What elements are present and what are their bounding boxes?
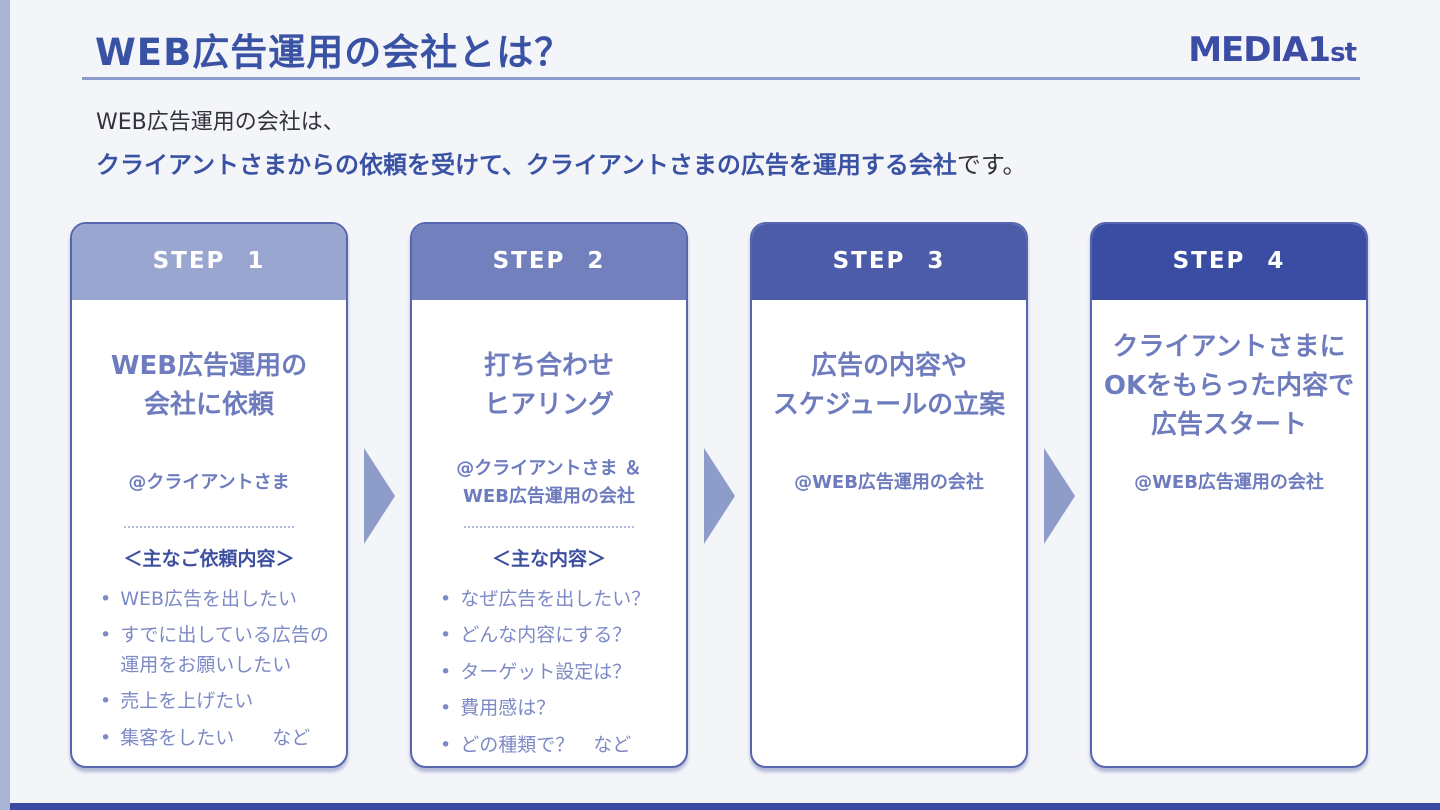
- bullet-dot-icon: [100, 621, 111, 650]
- bullet-text: すでに出している広告の運用をお願いしたい: [120, 624, 329, 676]
- arrow-cell-2: [688, 222, 750, 768]
- step-1-header: STEP 1: [72, 224, 346, 300]
- step-3-header: STEP 3: [752, 224, 1026, 300]
- arrow-right-icon: [364, 448, 395, 544]
- bottom-accent-bar: [0, 803, 1440, 810]
- bullet-dot-icon: [100, 724, 111, 753]
- intro-suffix: です。: [956, 151, 1027, 179]
- step-1-label: STEP 1: [152, 248, 266, 274]
- arrow-cell-3: [1028, 222, 1090, 768]
- list-item: ターゲット設定は？: [440, 658, 670, 687]
- step-2-body: 打ち合わせ ヒアリング @クライアントさま ＆ WEB広告運用の会社 ＜主な内容…: [412, 300, 686, 760]
- step-3-body: 広告の内容や スケジュールの立案 @WEB広告運用の会社: [752, 300, 1026, 512]
- list-item: すでに出している広告の運用をお願いしたい: [100, 621, 330, 680]
- arrow-right-icon: [1044, 448, 1075, 544]
- list-item: WEB広告を出したい: [100, 585, 330, 614]
- step-2-actor: @クライアントさま ＆ WEB広告運用の会社: [456, 458, 642, 507]
- bullet-dot-icon: [440, 585, 451, 614]
- left-accent-strip: [0, 0, 10, 810]
- step-2-bullet-list: なぜ広告を出したい？ どんな内容にする？ ターゲット設定は？ 費用感は？ どの種…: [412, 585, 686, 760]
- step-3-label: STEP 3: [832, 248, 946, 274]
- steps-flow: STEP 1 WEB広告運用の 会社に依頼 @クライアントさま ＜主なご依頼内容…: [70, 222, 1368, 768]
- page-title: WEB広告運用の会社とは？: [95, 31, 573, 74]
- step-2-title: 打ち合わせ ヒアリング: [483, 351, 614, 420]
- list-item: どんな内容にする？: [440, 621, 670, 650]
- step-4-title: クライアントさまに OKをもらった内容で 広告スタート: [1103, 331, 1355, 440]
- bullet-text: なぜ広告を出したい？: [460, 588, 651, 610]
- bullet-dot-icon: [100, 585, 111, 614]
- bullet-text: ターゲット設定は？: [460, 660, 632, 683]
- arrow-cell-1: [348, 222, 410, 768]
- title-underline: [82, 77, 1360, 80]
- step-4-label: STEP 4: [1172, 248, 1286, 274]
- bullet-text: 集客をしたい など: [120, 726, 311, 749]
- step-4-body: クライアントさまに OKをもらった内容で 広告スタート @WEB広告運用の会社: [1092, 300, 1366, 512]
- step-2-header: STEP 2: [412, 224, 686, 300]
- bullet-text: 費用感は？: [460, 697, 556, 720]
- bullet-dot-icon: [440, 731, 451, 760]
- step-1-actor: @クライアントさま: [128, 472, 290, 494]
- list-item: 集客をしたい など: [100, 724, 330, 753]
- step-1-card: STEP 1 WEB広告運用の 会社に依頼 @クライアントさま ＜主なご依頼内容…: [70, 222, 348, 768]
- logo-text-main: MEDIA1: [1188, 30, 1331, 70]
- step-3-card: STEP 3 広告の内容や スケジュールの立案 @WEB広告運用の会社: [750, 222, 1028, 768]
- step-3-title: 広告の内容や スケジュールの立案: [772, 351, 1006, 420]
- step-4-card: STEP 4 クライアントさまに OKをもらった内容で 広告スタート @WEB広…: [1090, 222, 1368, 768]
- media1st-logo: MEDIA1 st: [1188, 30, 1357, 70]
- step-2-label: STEP 2: [492, 248, 606, 274]
- intro-highlight: クライアントさまからの依頼を受けて、クライアントさまの広告を運用する会社: [96, 151, 957, 179]
- bullet-text: どんな内容にする？: [460, 624, 632, 647]
- step-2-divider: [464, 526, 634, 528]
- bullet-dot-icon: [440, 621, 451, 650]
- step-4-actor: @WEB広告運用の会社: [1134, 472, 1324, 494]
- bullet-text: WEB広告を出したい: [120, 588, 298, 610]
- bullet-text: 売上を上げたい: [120, 690, 254, 713]
- bullet-dot-icon: [440, 658, 451, 687]
- bullet-dot-icon: [100, 687, 111, 716]
- step-3-actor: @WEB広告運用の会社: [794, 472, 984, 494]
- bullet-text: どの種類で？ など: [460, 733, 632, 756]
- step-1-title: WEB広告運用の 会社に依頼: [110, 351, 308, 420]
- list-item: 費用感は？: [440, 694, 670, 723]
- step-1-divider: [124, 526, 294, 528]
- step-1-bullet-list: WEB広告を出したい すでに出している広告の運用をお願いしたい 売上を上げたい …: [72, 585, 346, 753]
- intro-text: WEB広告運用の会社は、 クライアントさまからの依頼を受けて、クライアントさまの…: [96, 104, 1027, 180]
- step-1-body: WEB広告運用の 会社に依頼 @クライアントさま ＜主なご依頼内容＞ WEB広告…: [72, 300, 346, 753]
- step-2-card: STEP 2 打ち合わせ ヒアリング @クライアントさま ＆ WEB広告運用の会…: [410, 222, 688, 768]
- list-item: なぜ広告を出したい？: [440, 585, 670, 614]
- list-item: どの種類で？ など: [440, 731, 670, 760]
- bullet-dot-icon: [440, 694, 451, 723]
- intro-line-2: クライアントさまからの依頼を受けて、クライアントさまの広告を運用する会社です。: [96, 145, 1027, 180]
- intro-line-1: WEB広告運用の会社は、: [96, 110, 345, 135]
- step-2-section-label: ＜主な内容＞: [491, 548, 606, 570]
- arrow-right-icon: [704, 448, 735, 544]
- step-4-header: STEP 4: [1092, 224, 1366, 300]
- logo-text-sub: st: [1330, 38, 1357, 68]
- list-item: 売上を上げたい: [100, 687, 330, 716]
- step-1-section-label: ＜主なご依頼内容＞: [123, 548, 295, 570]
